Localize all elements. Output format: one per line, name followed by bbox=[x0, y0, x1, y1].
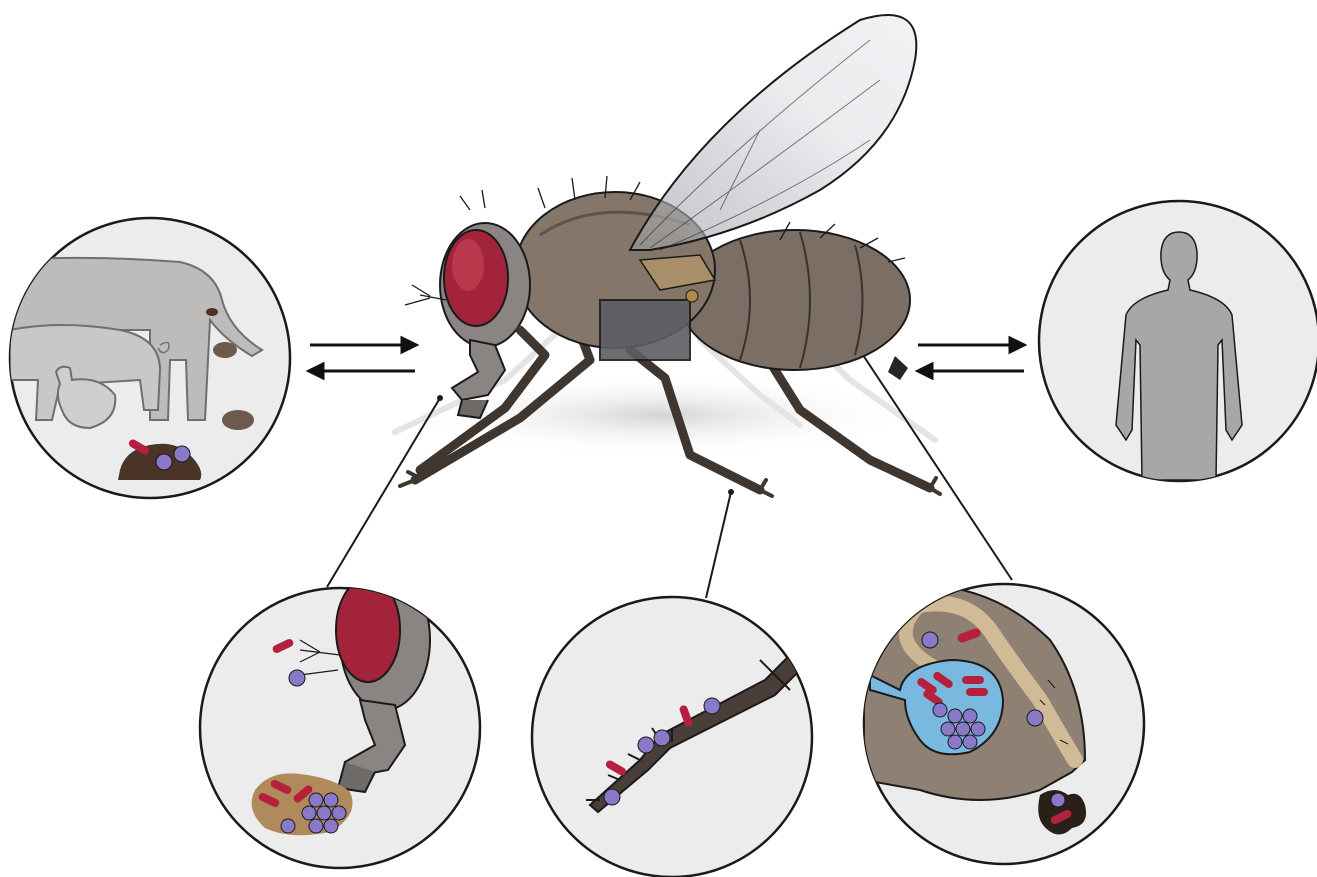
coccus-bacterium bbox=[174, 446, 190, 462]
arrows-right bbox=[918, 338, 1024, 378]
coccus-bacterium bbox=[654, 730, 670, 746]
coccus-bacterium bbox=[156, 454, 172, 470]
arrows-left bbox=[309, 338, 416, 378]
mouthparts-panel bbox=[200, 570, 480, 868]
coccus-bacterium bbox=[638, 737, 654, 753]
reservoir-animals-panel bbox=[10, 218, 290, 498]
coccus-bacterium bbox=[289, 670, 305, 686]
callout-dot-leg bbox=[728, 489, 734, 495]
coccus-bacterium bbox=[704, 698, 720, 714]
leg-tarsus-panel bbox=[532, 597, 812, 877]
callout-dot-mouth bbox=[437, 395, 443, 401]
coccus-bacterium bbox=[922, 632, 938, 648]
fly-wing bbox=[630, 15, 916, 250]
coccus-bacterium bbox=[1051, 793, 1065, 807]
human-host-panel bbox=[1039, 201, 1317, 481]
abdomen-gut-panel bbox=[864, 584, 1144, 864]
coccus-bacterium bbox=[1027, 710, 1043, 726]
fly-abdomen bbox=[680, 230, 910, 370]
coccus-bacterium bbox=[604, 789, 620, 805]
